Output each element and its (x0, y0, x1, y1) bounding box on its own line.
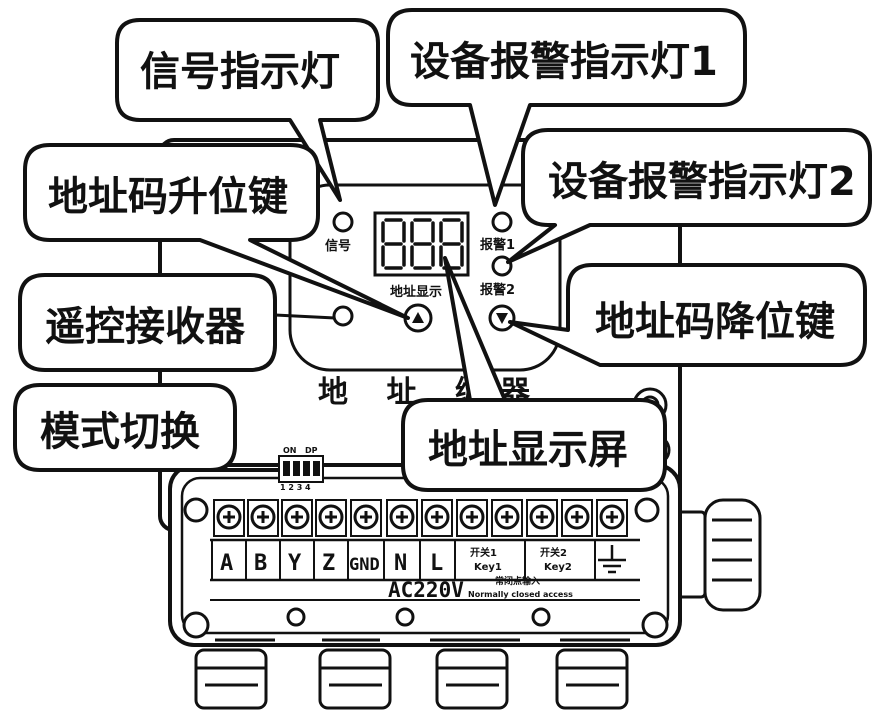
alarm2-label: 报警2 (480, 282, 515, 298)
callout-display-bubble (401, 256, 667, 492)
dip-switch[interactable] (278, 455, 324, 483)
terminal-label-gnd: GND (349, 555, 380, 575)
signal-label: 信号 (325, 238, 351, 254)
terminal-screw-icon (386, 499, 418, 537)
power-label: AC220V (388, 578, 464, 602)
callout-mode-bubble (13, 383, 280, 472)
nc-label-cn: 常闭点输入 (495, 575, 540, 587)
ground-icon (598, 545, 626, 574)
remote-receiver-icon (332, 305, 354, 327)
terminal-screw-icon (421, 499, 453, 537)
alarm1-label: 报警1 (480, 237, 515, 253)
dip-numbers: 1 2 3 4 (280, 483, 311, 492)
terminal-screw-icon (281, 499, 313, 537)
terminal-labels: A B Y Z GND N L 开关1 Key1 开关2 Key2 (220, 546, 572, 576)
terminal-screw-icon (247, 499, 279, 537)
terminal-screws (213, 499, 628, 537)
switch2-key: Key2 (544, 562, 572, 573)
callout-alarm1-bubble (386, 8, 747, 207)
display-label: 地址显示 (390, 284, 442, 300)
terminal-screw-icon (213, 499, 245, 537)
callout-addr-down-bubble (508, 263, 867, 367)
address-display (373, 211, 470, 277)
dip-dp-label: DP (305, 446, 318, 455)
seven-segment-digit (410, 218, 435, 270)
terminal-screw-icon (315, 499, 347, 537)
cable-glands (194, 648, 629, 710)
callout-addr-up-text: 地址码升位键 (48, 174, 288, 220)
callout-remote-bubble (18, 273, 277, 372)
callout-alarm2-text: 设备报警指示灯2 (548, 159, 856, 205)
terminal-label-z: Z (322, 551, 335, 576)
terminal-screw-icon (456, 499, 488, 537)
terminal-screw-icon (491, 499, 523, 537)
terminal-screw-icon (350, 499, 382, 537)
callout-signal-text: 信号指示灯 (140, 49, 340, 95)
terminal-label-y: Y (288, 551, 302, 576)
display-digits (381, 218, 464, 270)
callout-addr-down-text: 地址码降位键 (595, 299, 835, 345)
callout-addr-up-bubble (23, 143, 410, 320)
down-arrow-icon (496, 313, 508, 324)
terminal-dividers (211, 540, 596, 580)
terminal-label-n: N (394, 551, 407, 576)
alarm1-led-icon (491, 211, 513, 233)
switch1-key: Key1 (474, 562, 502, 573)
seven-segment-digit (381, 218, 406, 270)
box-screws (182, 497, 669, 639)
terminal-label-l: L (430, 551, 443, 576)
switch1-label: 开关1 (470, 546, 497, 559)
callout-alarm1-text: 设备报警指示灯1 (410, 39, 718, 85)
nc-label-en: Normally closed access (468, 590, 573, 599)
terminal-label-b: B (254, 551, 267, 576)
callout-display-text: 地址显示屏 (428, 427, 628, 473)
seven-segment-digit (439, 218, 464, 270)
dip-on-label: ON (283, 446, 297, 455)
terminal-screw-icon (596, 499, 628, 537)
callout-mode-text: 模式切换 (40, 409, 200, 455)
terminal-screw-icon (561, 499, 593, 537)
terminal-screw-icon (526, 499, 558, 537)
callout-remote-text: 遥控接收器 (45, 304, 246, 350)
up-arrow-icon (412, 312, 424, 323)
signal-led-icon (332, 211, 354, 233)
switch2-label: 开关2 (540, 546, 567, 559)
callout-alarm2-bubble (506, 128, 872, 264)
terminal-label-a: A (220, 551, 233, 576)
